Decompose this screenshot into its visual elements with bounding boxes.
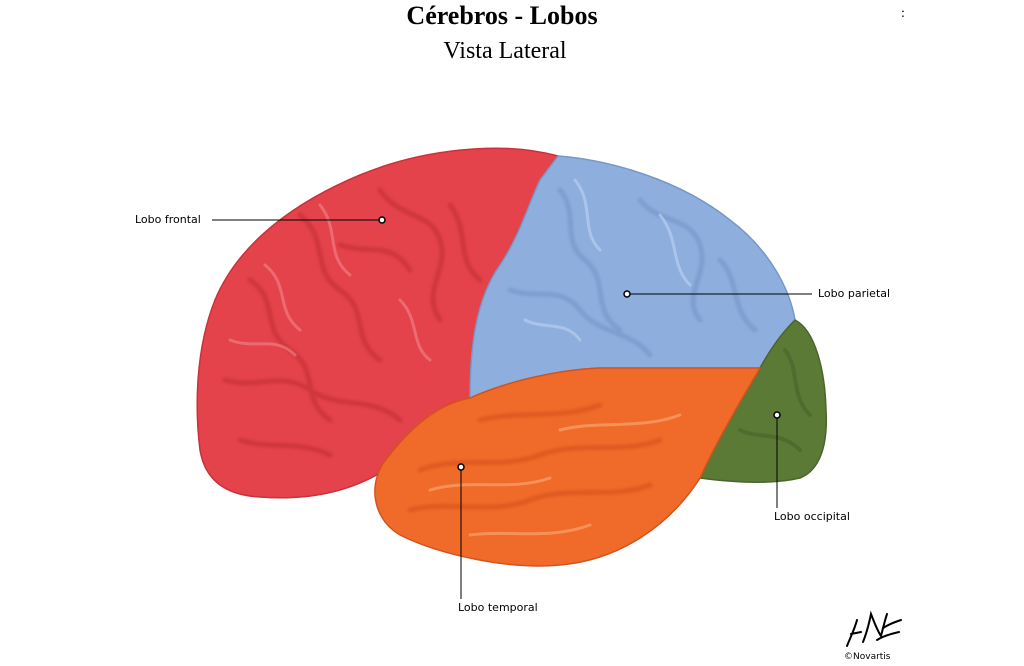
temporal-lobe-shape <box>374 367 762 567</box>
label-occipital-lobe: Lobo occipital <box>774 510 850 523</box>
leader-lines <box>212 219 812 599</box>
pointer-dot-occipital <box>773 411 781 419</box>
pointer-dot-frontal <box>378 216 386 224</box>
pointer-dot-parietal <box>623 290 631 298</box>
artist-signature <box>846 610 902 647</box>
stray-mark: : <box>901 6 905 21</box>
pointer-dot-temporal <box>457 463 465 471</box>
pointer-dots <box>378 216 781 471</box>
temporal-lobe <box>374 367 762 567</box>
label-temporal-lobe: Lobo temporal <box>458 601 538 614</box>
copyright-text: ©Novartis <box>844 652 891 662</box>
label-frontal-lobe: Lobo frontal <box>135 213 201 226</box>
frontal-lobe <box>196 147 560 499</box>
label-parietal-lobe: Lobo parietal <box>818 287 891 300</box>
occipital-lobe <box>698 319 828 483</box>
diagram-title: Cérebros - Lobos <box>406 1 598 30</box>
diagram-subtitle: Vista Lateral <box>443 38 567 64</box>
